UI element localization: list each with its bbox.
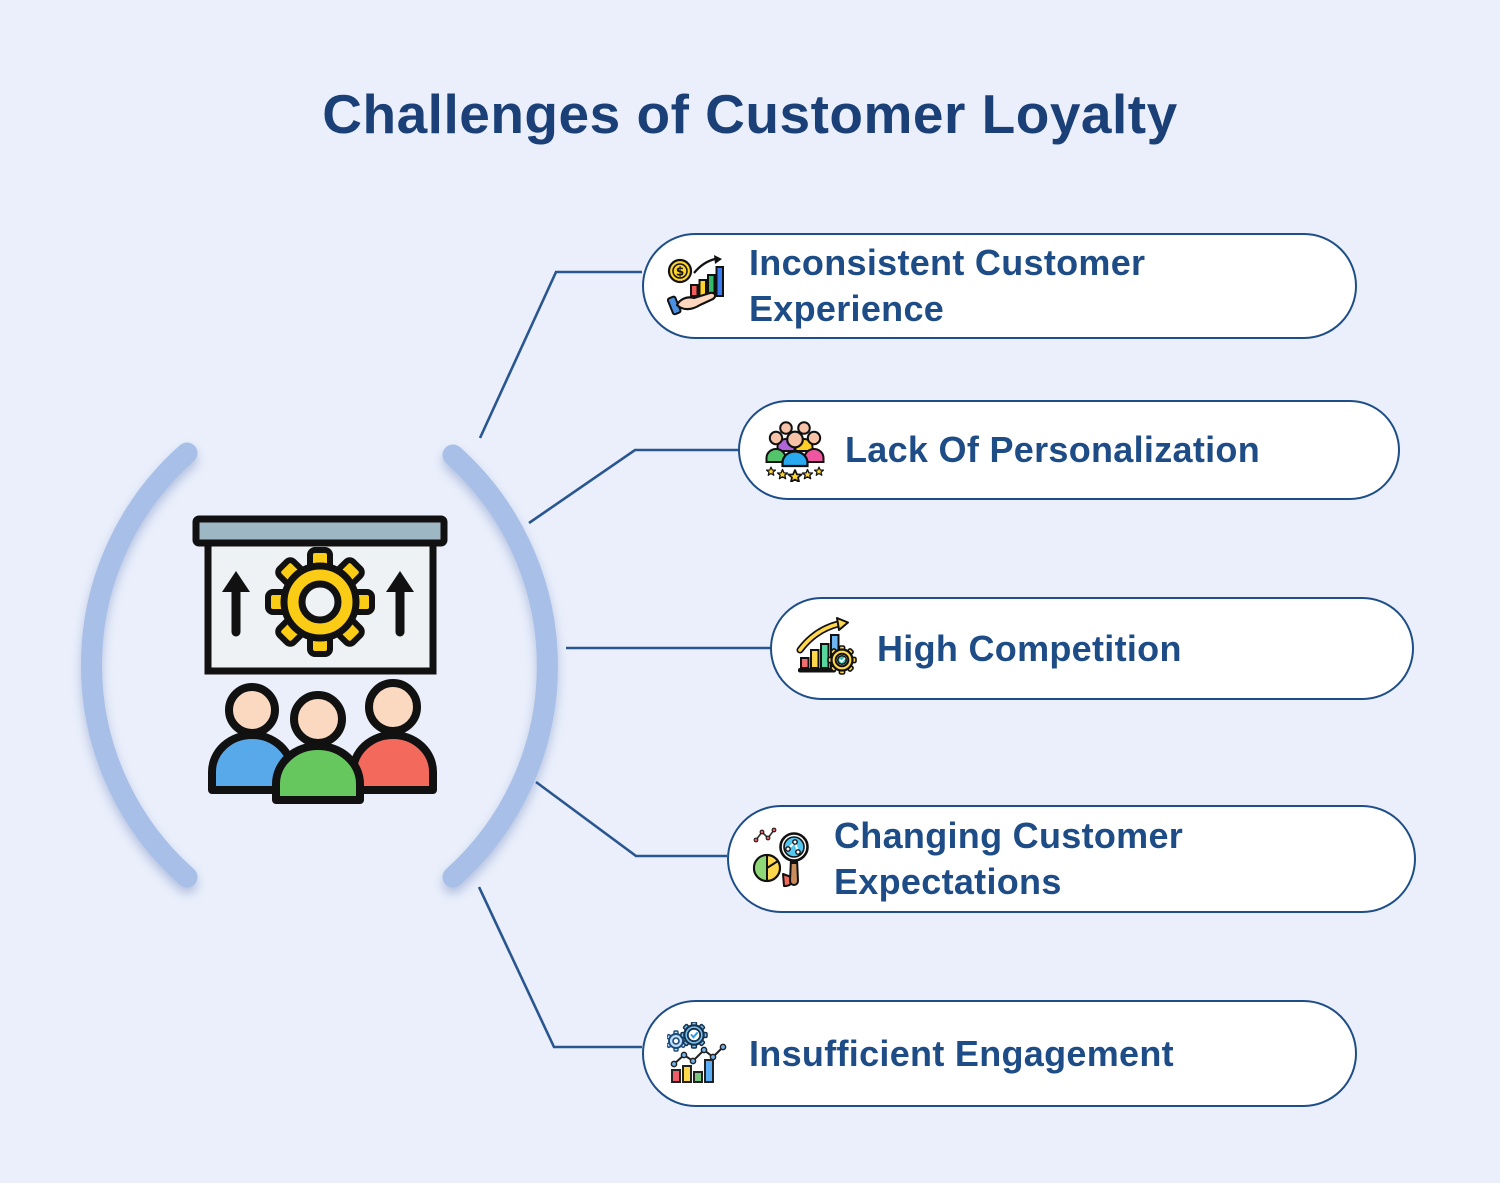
- challenge-label: Inconsistent Customer Experience: [749, 242, 1146, 329]
- challenge-card-inconsistent-experience: $ Inconsistent Customer Experience: [642, 233, 1357, 339]
- connector-1: [478, 270, 642, 439]
- connector-2: [528, 448, 738, 525]
- gears-analytics-icon: [667, 1021, 727, 1083]
- growth-chart-gear-icon: [796, 616, 857, 675]
- challenge-label: Lack Of Personalization: [845, 429, 1261, 471]
- challenge-label: Changing Customer Expectations: [834, 815, 1184, 902]
- customer-group-stars-icon: [765, 421, 825, 482]
- challenge-label: High Competition: [877, 627, 1182, 669]
- left-paren-arc: [81, 442, 198, 888]
- challenge-label: Insufficient Engagement: [749, 1032, 1174, 1074]
- challenge-card-insufficient-engagement: Insufficient Engagement: [642, 1000, 1357, 1107]
- challenge-card-changing-expectations: Changing Customer Expectations: [727, 805, 1416, 913]
- svg-text:$: $: [676, 265, 684, 279]
- connector-5: [477, 886, 642, 1049]
- right-paren-arc: [442, 444, 558, 888]
- gear-icon: [265, 547, 375, 657]
- challenge-card-lack-of-personalization: Lack Of Personalization: [738, 400, 1400, 500]
- page-title: Challenges of Customer Loyalty: [322, 83, 1178, 145]
- money-growth-hand-icon: $: [667, 255, 724, 316]
- connector-4: [535, 780, 727, 858]
- challenge-card-high-competition: High Competition: [770, 597, 1414, 700]
- magnifier-pie-analysis-icon: [752, 827, 809, 888]
- presentation-team-illustration-icon: [192, 515, 448, 804]
